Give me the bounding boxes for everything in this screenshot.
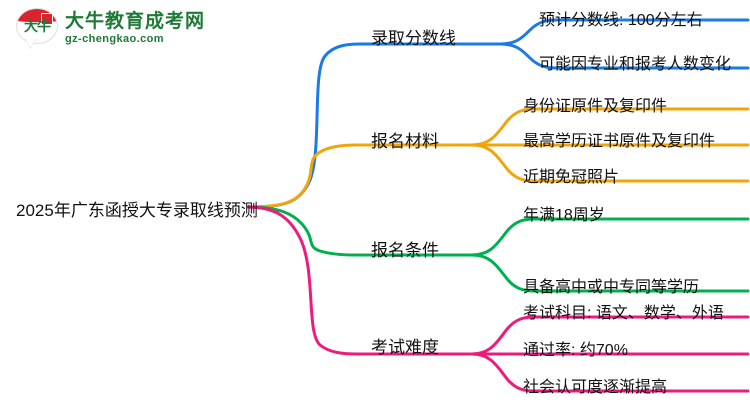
branch-wire-1 (246, 18, 750, 209)
leaf-node[interactable]: 社会认可度逐渐提高 (523, 379, 668, 396)
brand-name: 大牛教育成考网 (65, 10, 206, 32)
site-logo: 大牛 大牛教育成考网 gz-chengkao.com (16, 8, 205, 50)
leaf-node[interactable]: 可能因专业和报考人数变化 (539, 56, 732, 73)
logo-wordmark: 大牛教育成考网 gz-chengkao.com (65, 10, 206, 46)
leaf-node[interactable]: 最高学历证书原件及复印件 (523, 133, 716, 150)
branch-wire-2 (246, 107, 750, 209)
branch-label-4[interactable]: 考试难度 (371, 338, 439, 357)
leaf-node[interactable]: 通过率: 约70% (523, 342, 628, 359)
root-node[interactable]: 2025年广东函授大专录取线预测 (16, 201, 258, 220)
branch-wire-4 (246, 205, 750, 393)
branch-label-2[interactable]: 报名材料 (371, 132, 439, 151)
seal-stamp-icon (41, 13, 53, 25)
leaf-node[interactable]: 年满18周岁 (523, 207, 605, 224)
leaf-node[interactable]: 具备高中或中专同等学历 (523, 279, 700, 296)
brand-domain: gz-chengkao.com (65, 32, 164, 45)
speech-bubble-tail (25, 38, 37, 48)
branch-wire-3 (246, 205, 750, 293)
leaf-node[interactable]: 预计分数线: 100分左右 (539, 12, 703, 29)
logo-mark-text: 大牛 (24, 18, 51, 34)
logo-bubble-icon: 大牛 (16, 8, 58, 50)
branch-label-1[interactable]: 录取分数线 (371, 29, 456, 48)
leaf-node[interactable]: 身份证原件及复印件 (523, 98, 668, 115)
branch-label-3[interactable]: 报名条件 (371, 241, 439, 260)
leaf-node[interactable]: 近期免冠照片 (523, 169, 620, 186)
leaf-node[interactable]: 考试科目: 语文、数学、外语 (523, 305, 724, 322)
